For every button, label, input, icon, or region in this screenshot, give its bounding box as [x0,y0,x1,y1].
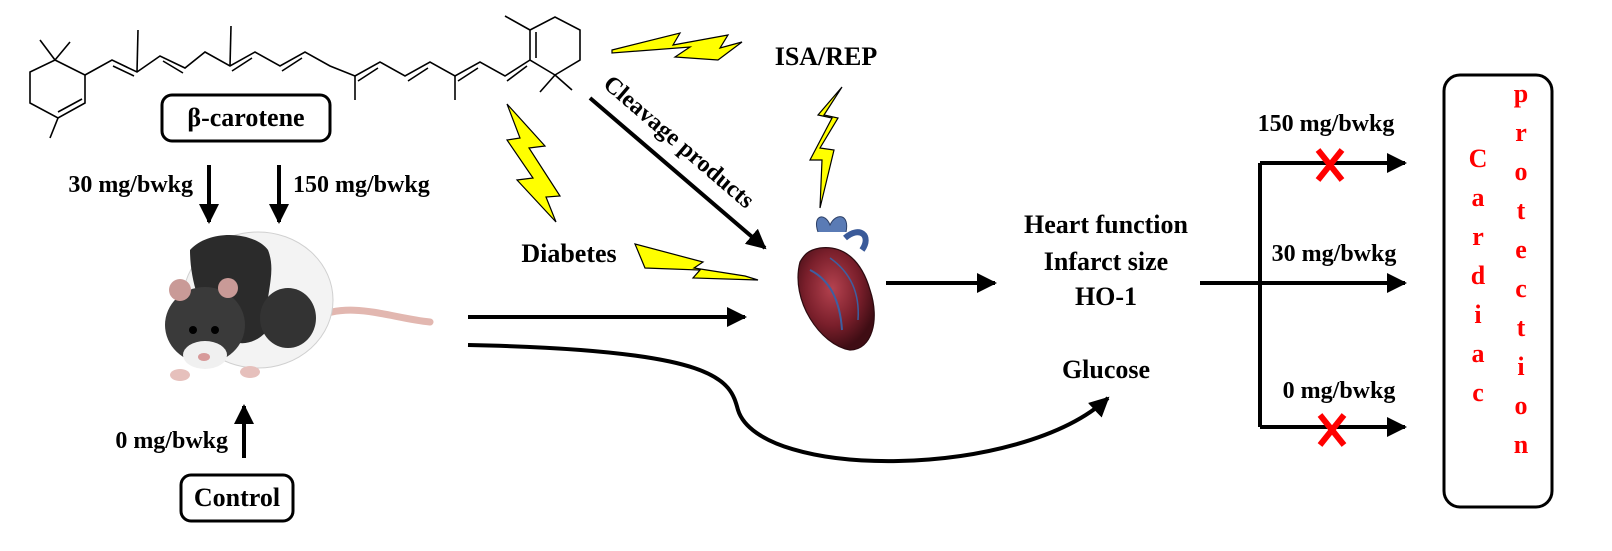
word1-letter: d [1471,261,1486,290]
control-label: Control [194,483,280,512]
word1-letter: a [1472,339,1485,368]
dose-30-label: 30 mg/bwkg [68,172,193,198]
outcome-ho1: HO-1 [1075,282,1137,311]
lightning-icon [809,86,843,209]
control-dose-label: 0 mg/bwkg [115,428,228,454]
lightning-icon [611,32,743,61]
cleavage-arrow [588,96,767,250]
rat-image [165,231,434,381]
word2-letter: n [1514,430,1529,459]
cleavage-label: Cleavage products [598,71,759,214]
diabetes-label: Diabetes [521,239,616,268]
lightning-icon [505,103,562,223]
word1-letter: C [1469,144,1488,173]
rat-to-glucose-arrow [467,343,1110,463]
beta-carotene-structure [29,15,581,139]
beta-carotene-label: β-carotene [187,103,304,132]
result-30-label: 30 mg/bwkg [1272,241,1397,267]
word2-letter: c [1515,274,1527,303]
heart-image [797,216,875,351]
outcome-infarct-size: Infarct size [1044,247,1168,276]
word2-letter: p [1514,79,1528,108]
cardiac-protection-box [1442,73,1554,509]
word2-letter: t [1517,196,1526,225]
dose-150-label: 150 mg/bwkg [293,172,430,198]
outcomes-block: Heart function Infarct size HO-1 Glucose [1024,210,1188,384]
word2-letter: i [1517,352,1524,381]
cross-icon [1317,413,1347,447]
lightning-icon [633,243,759,281]
result-0-label: 0 mg/bwkg [1283,378,1396,404]
control-box [179,473,295,523]
isa-rep-label: ISA/REP [775,42,878,71]
word1-letter: r [1472,222,1484,251]
glucose-label: Glucose [1062,355,1150,384]
result-150-label: 150 mg/bwkg [1258,111,1395,137]
word2-letter: r [1515,118,1527,147]
outcome-heart-function: Heart function [1024,210,1188,239]
word2-letter: o [1515,391,1528,420]
word2-letter: e [1515,235,1527,264]
word1-letter: i [1474,300,1481,329]
word2-letter: o [1515,157,1528,186]
cross-icon [1315,148,1345,182]
word2-letter: t [1517,313,1526,342]
word1-letter: a [1472,183,1485,212]
word1-letter: c [1472,378,1484,407]
beta-carotene-box [160,93,332,143]
